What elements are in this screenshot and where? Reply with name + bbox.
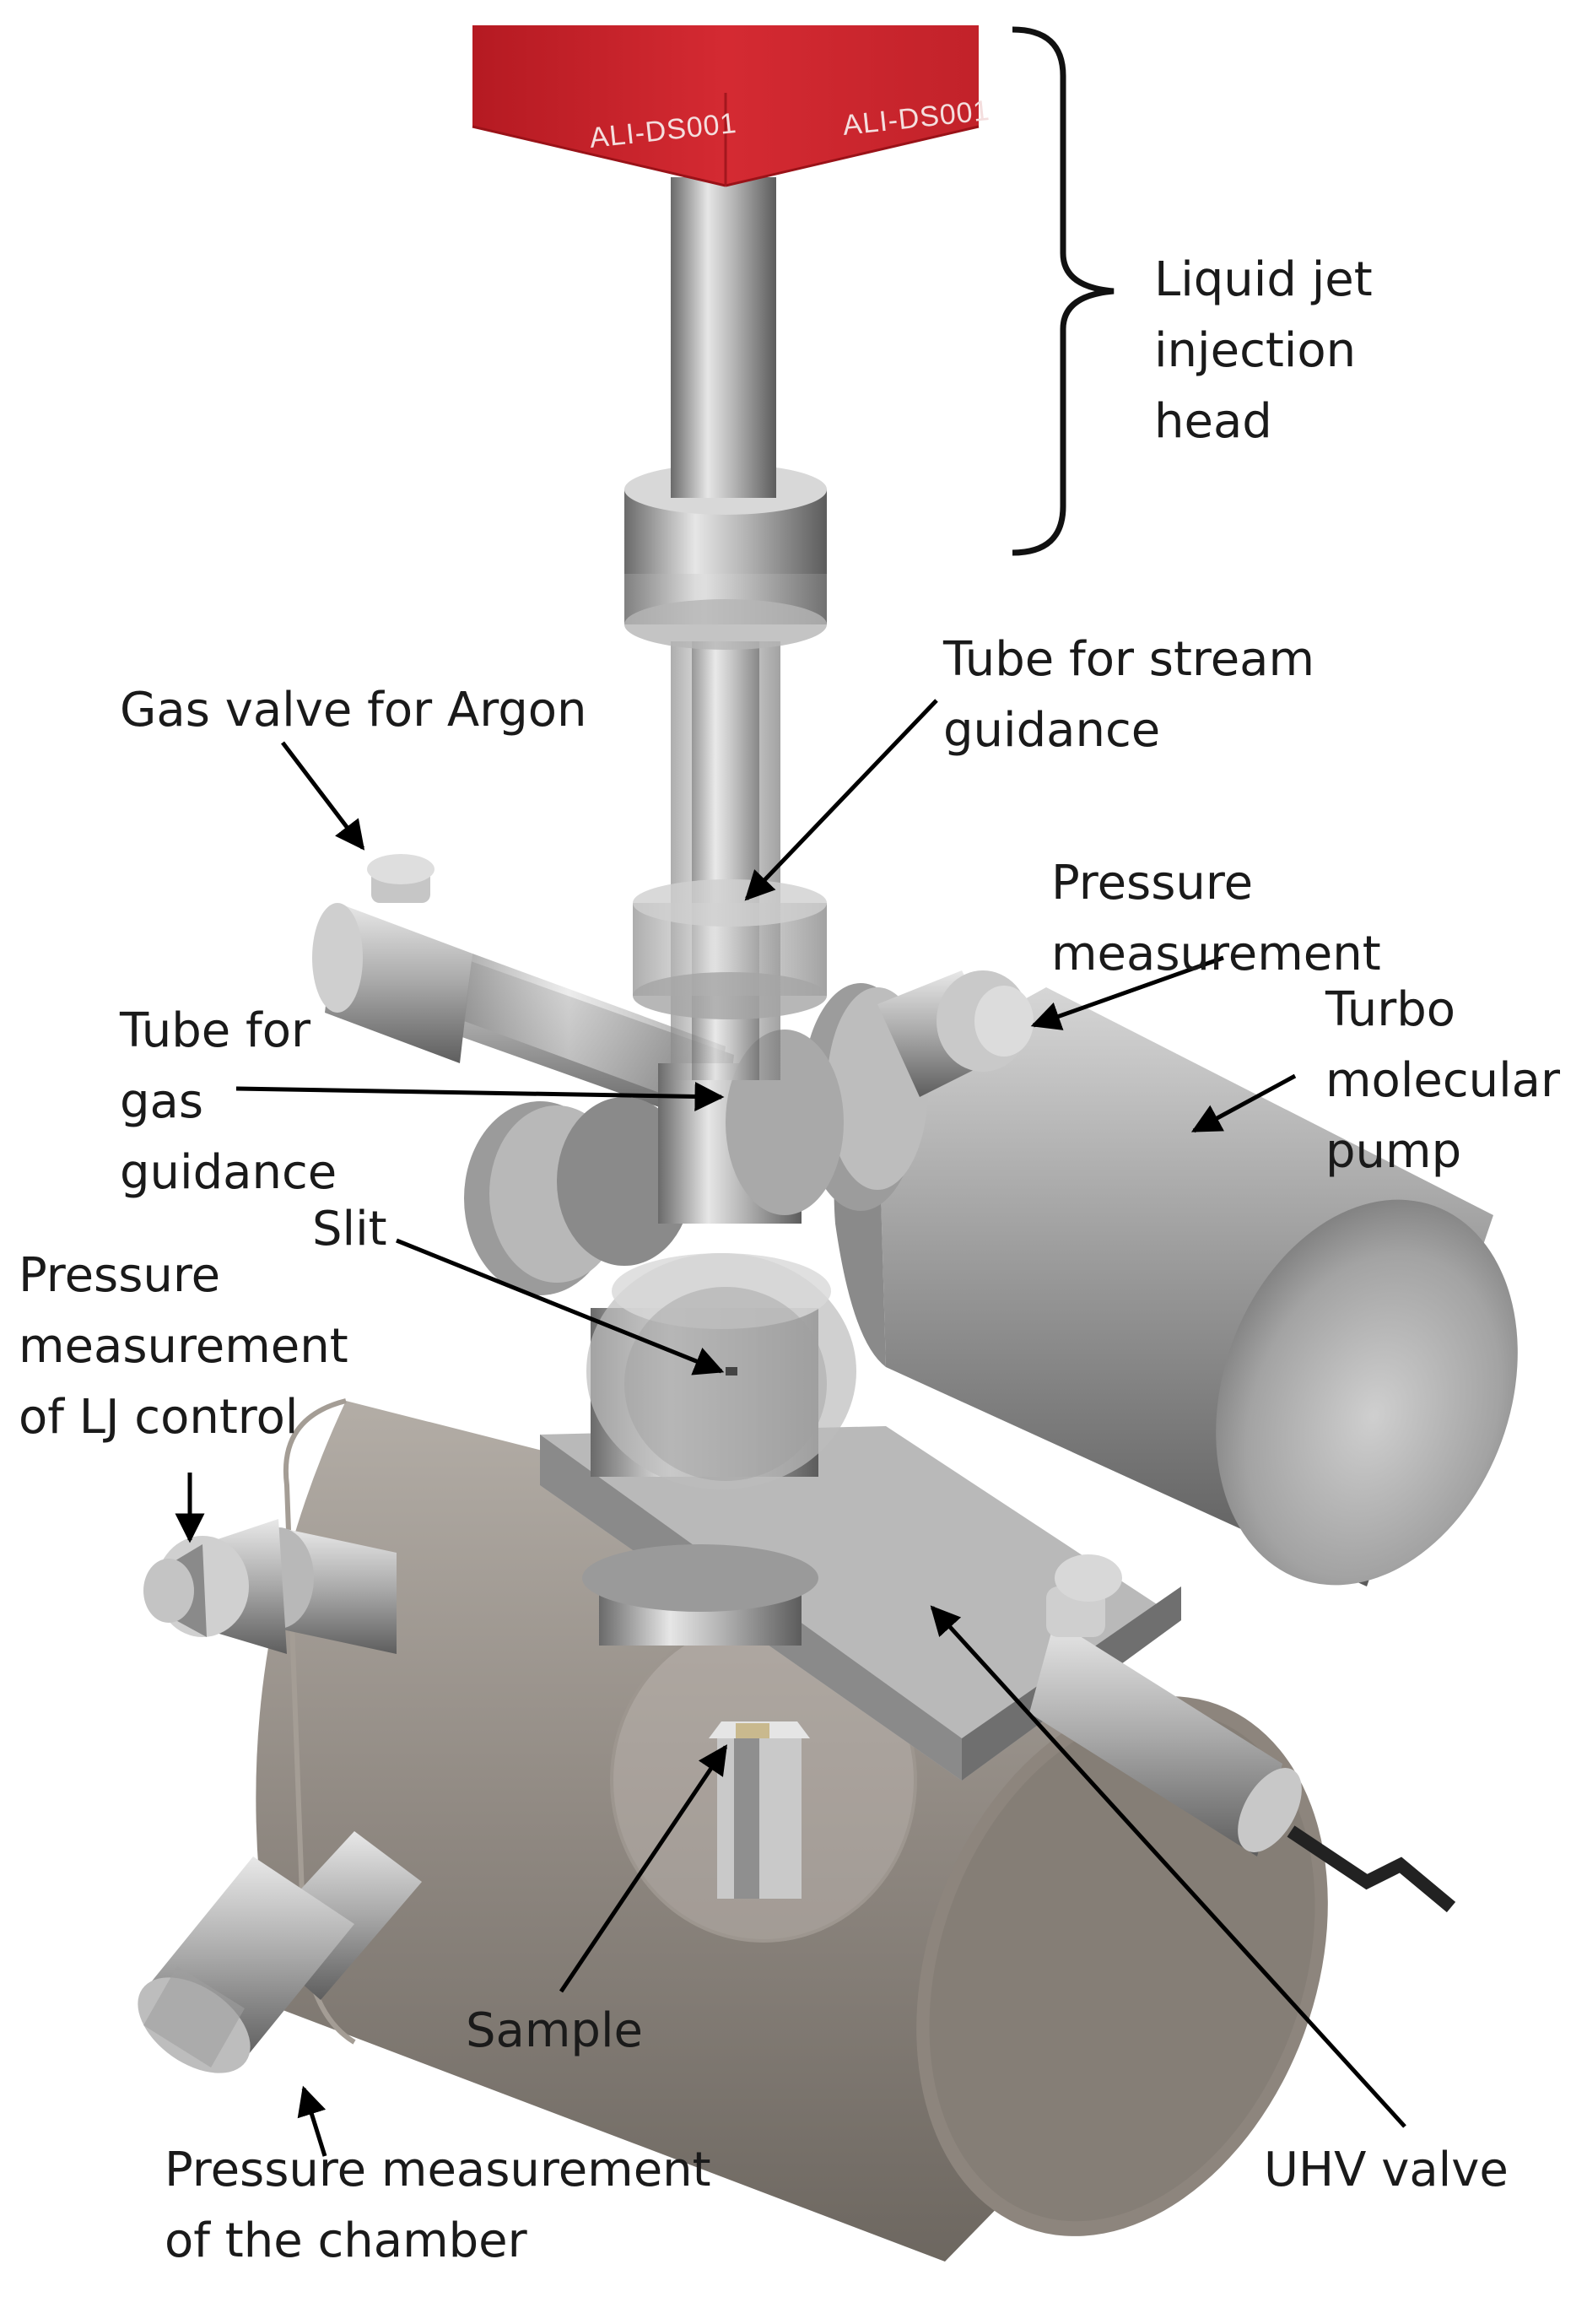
- arrow-chamber: [297, 2085, 327, 2157]
- arrow-tube-gas: [235, 1081, 725, 1111]
- label-pressure-lj: Pressure measurement of LJ control: [19, 1248, 348, 1445]
- arrow-gas-valve: [281, 741, 365, 851]
- top-pressure-port: [877, 970, 1034, 1097]
- label-tube-stream: Tube for stream guidance: [943, 632, 1315, 758]
- arrow-turbo: [1190, 1073, 1297, 1133]
- arrows: [175, 699, 1406, 2157]
- liquid-jet-head: ALI-DS001 ALI-DS001: [472, 25, 991, 498]
- arrow-slit: [396, 1238, 725, 1375]
- label-liquid-jet-head: Liquid jet injection head: [1154, 252, 1373, 449]
- arrow-sample: [559, 1744, 728, 1993]
- bracket: [1012, 26, 1115, 556]
- label-slit: Slit: [312, 1202, 387, 1257]
- lj-control-port: [143, 1519, 397, 1654]
- arrow-uhv: [930, 1605, 1406, 2128]
- arrow-tube-stream: [744, 699, 938, 901]
- label-sample: Sample: [466, 2003, 643, 2058]
- arrow-pressure-top: [1030, 955, 1224, 1030]
- chamber-pressure-port: [138, 1831, 422, 2073]
- label-turbo-pump: Turbo molecular pump: [1325, 982, 1561, 1179]
- label-gas-valve: Gas valve for Argon: [120, 683, 587, 738]
- label-pressure-top: Pressure measurement: [1051, 856, 1381, 981]
- stream-tube: [624, 464, 827, 1080]
- label-tube-gas: Tube for gas guidance: [120, 1003, 337, 1200]
- label-uhv-valve: UHV valve: [1264, 2143, 1509, 2197]
- label-pressure-chamber: Pressure measurement of the chamber: [165, 2143, 711, 2268]
- sample-holder: [709, 1721, 810, 1899]
